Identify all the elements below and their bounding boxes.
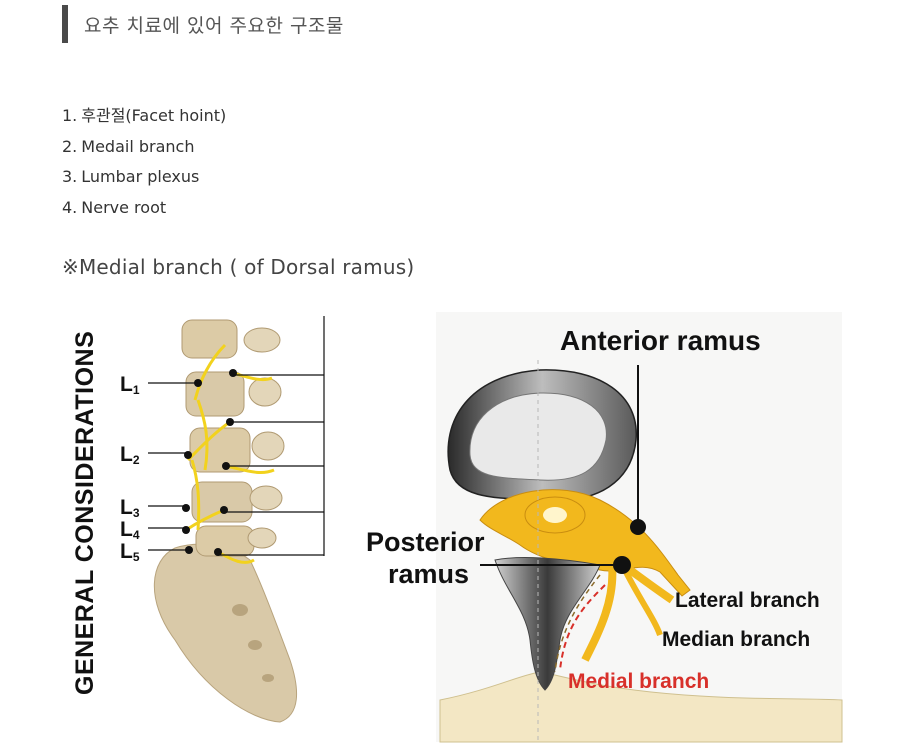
anterior-ramus-label: Anterior ramus — [560, 325, 761, 356]
vertebra-labels: L1 L2 L3 L4 L5 — [120, 373, 140, 564]
list-item: 2.Medail branch — [62, 132, 226, 163]
level-label-l2: L2 — [120, 443, 140, 467]
medial-branch-label: Medial branch — [568, 670, 709, 693]
item-label: Nerve root — [81, 197, 167, 217]
section-title: 요추 치료에 있어 주요한 구조물 — [84, 14, 344, 37]
list-item: 3.Lumbar plexus — [62, 162, 226, 193]
item-number: 2. — [62, 136, 78, 156]
item-label: 후관절(Facet hoint) — [81, 106, 227, 125]
item-label: Medail branch — [81, 136, 195, 156]
note-text: ※Medial branch ( of Dorsal ramus) — [62, 255, 415, 279]
level-label-l4: L4 — [120, 518, 140, 542]
cross-section-labels: Anterior ramus Posterior ramus Lateral b… — [366, 325, 820, 693]
item-number: 4. — [62, 197, 78, 217]
median-branch-label: Median branch — [662, 628, 810, 651]
structure-list: 1.후관절(Facet hoint) 2.Medail branch 3.Lum… — [62, 101, 226, 223]
item-number: 1. — [62, 106, 78, 125]
list-item: 1.후관절(Facet hoint) — [62, 101, 226, 132]
posterior-ramus-label-2: ramus — [388, 559, 469, 589]
level-label-l1: L1 — [120, 373, 140, 397]
section-heading: 요추 치료에 있어 주요한 구조물 — [62, 5, 344, 43]
posterior-ramus-label-1: Posterior — [366, 527, 485, 557]
lumbar-spine-illustration — [148, 316, 325, 723]
item-number: 3. — [62, 167, 78, 186]
level-label-l5: L5 — [120, 540, 140, 564]
level-label-l3: L3 — [120, 496, 140, 520]
cross-section-illustration — [436, 312, 843, 743]
item-label: Lumbar plexus — [81, 167, 200, 186]
list-item: 4.Nerve root — [62, 193, 226, 224]
side-title: GENERAL CONSIDERATIONS — [71, 331, 99, 695]
lateral-branch-label: Lateral branch — [675, 589, 820, 612]
